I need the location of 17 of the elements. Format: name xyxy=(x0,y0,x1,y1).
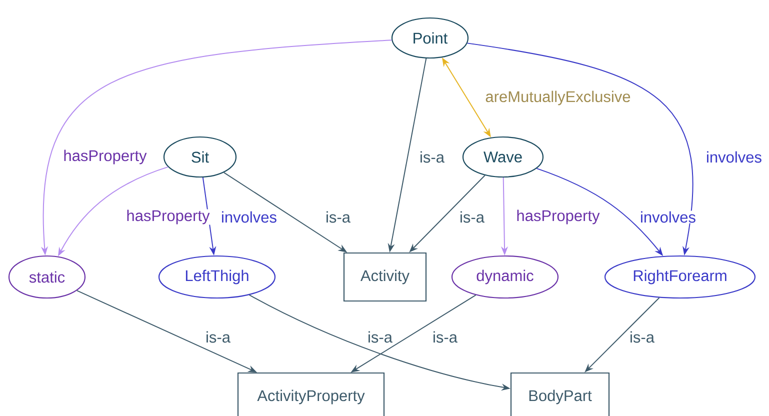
class-box: Activity xyxy=(343,252,427,302)
edge-label: hasProperty xyxy=(126,209,210,225)
edge-label: is-a xyxy=(325,210,351,224)
edge-label: is-a xyxy=(205,330,231,344)
edge-label: hasProperty xyxy=(516,209,600,225)
edge-label: involves xyxy=(220,210,278,224)
edge-label: is-a xyxy=(459,210,485,224)
edge-label: hasProperty xyxy=(62,149,148,165)
class-box: BodyPart xyxy=(510,372,610,416)
class-box: ActivityProperty xyxy=(237,372,385,416)
edge-label: is-a xyxy=(419,150,445,164)
edge-label: areMutuallyExclusive xyxy=(484,90,632,106)
edge-label: involves xyxy=(640,210,696,224)
edge-label: is-a xyxy=(629,330,655,344)
edge-label: is-a xyxy=(432,330,458,344)
edge-label: involves xyxy=(706,150,762,164)
edge-label: is-a xyxy=(367,330,393,344)
